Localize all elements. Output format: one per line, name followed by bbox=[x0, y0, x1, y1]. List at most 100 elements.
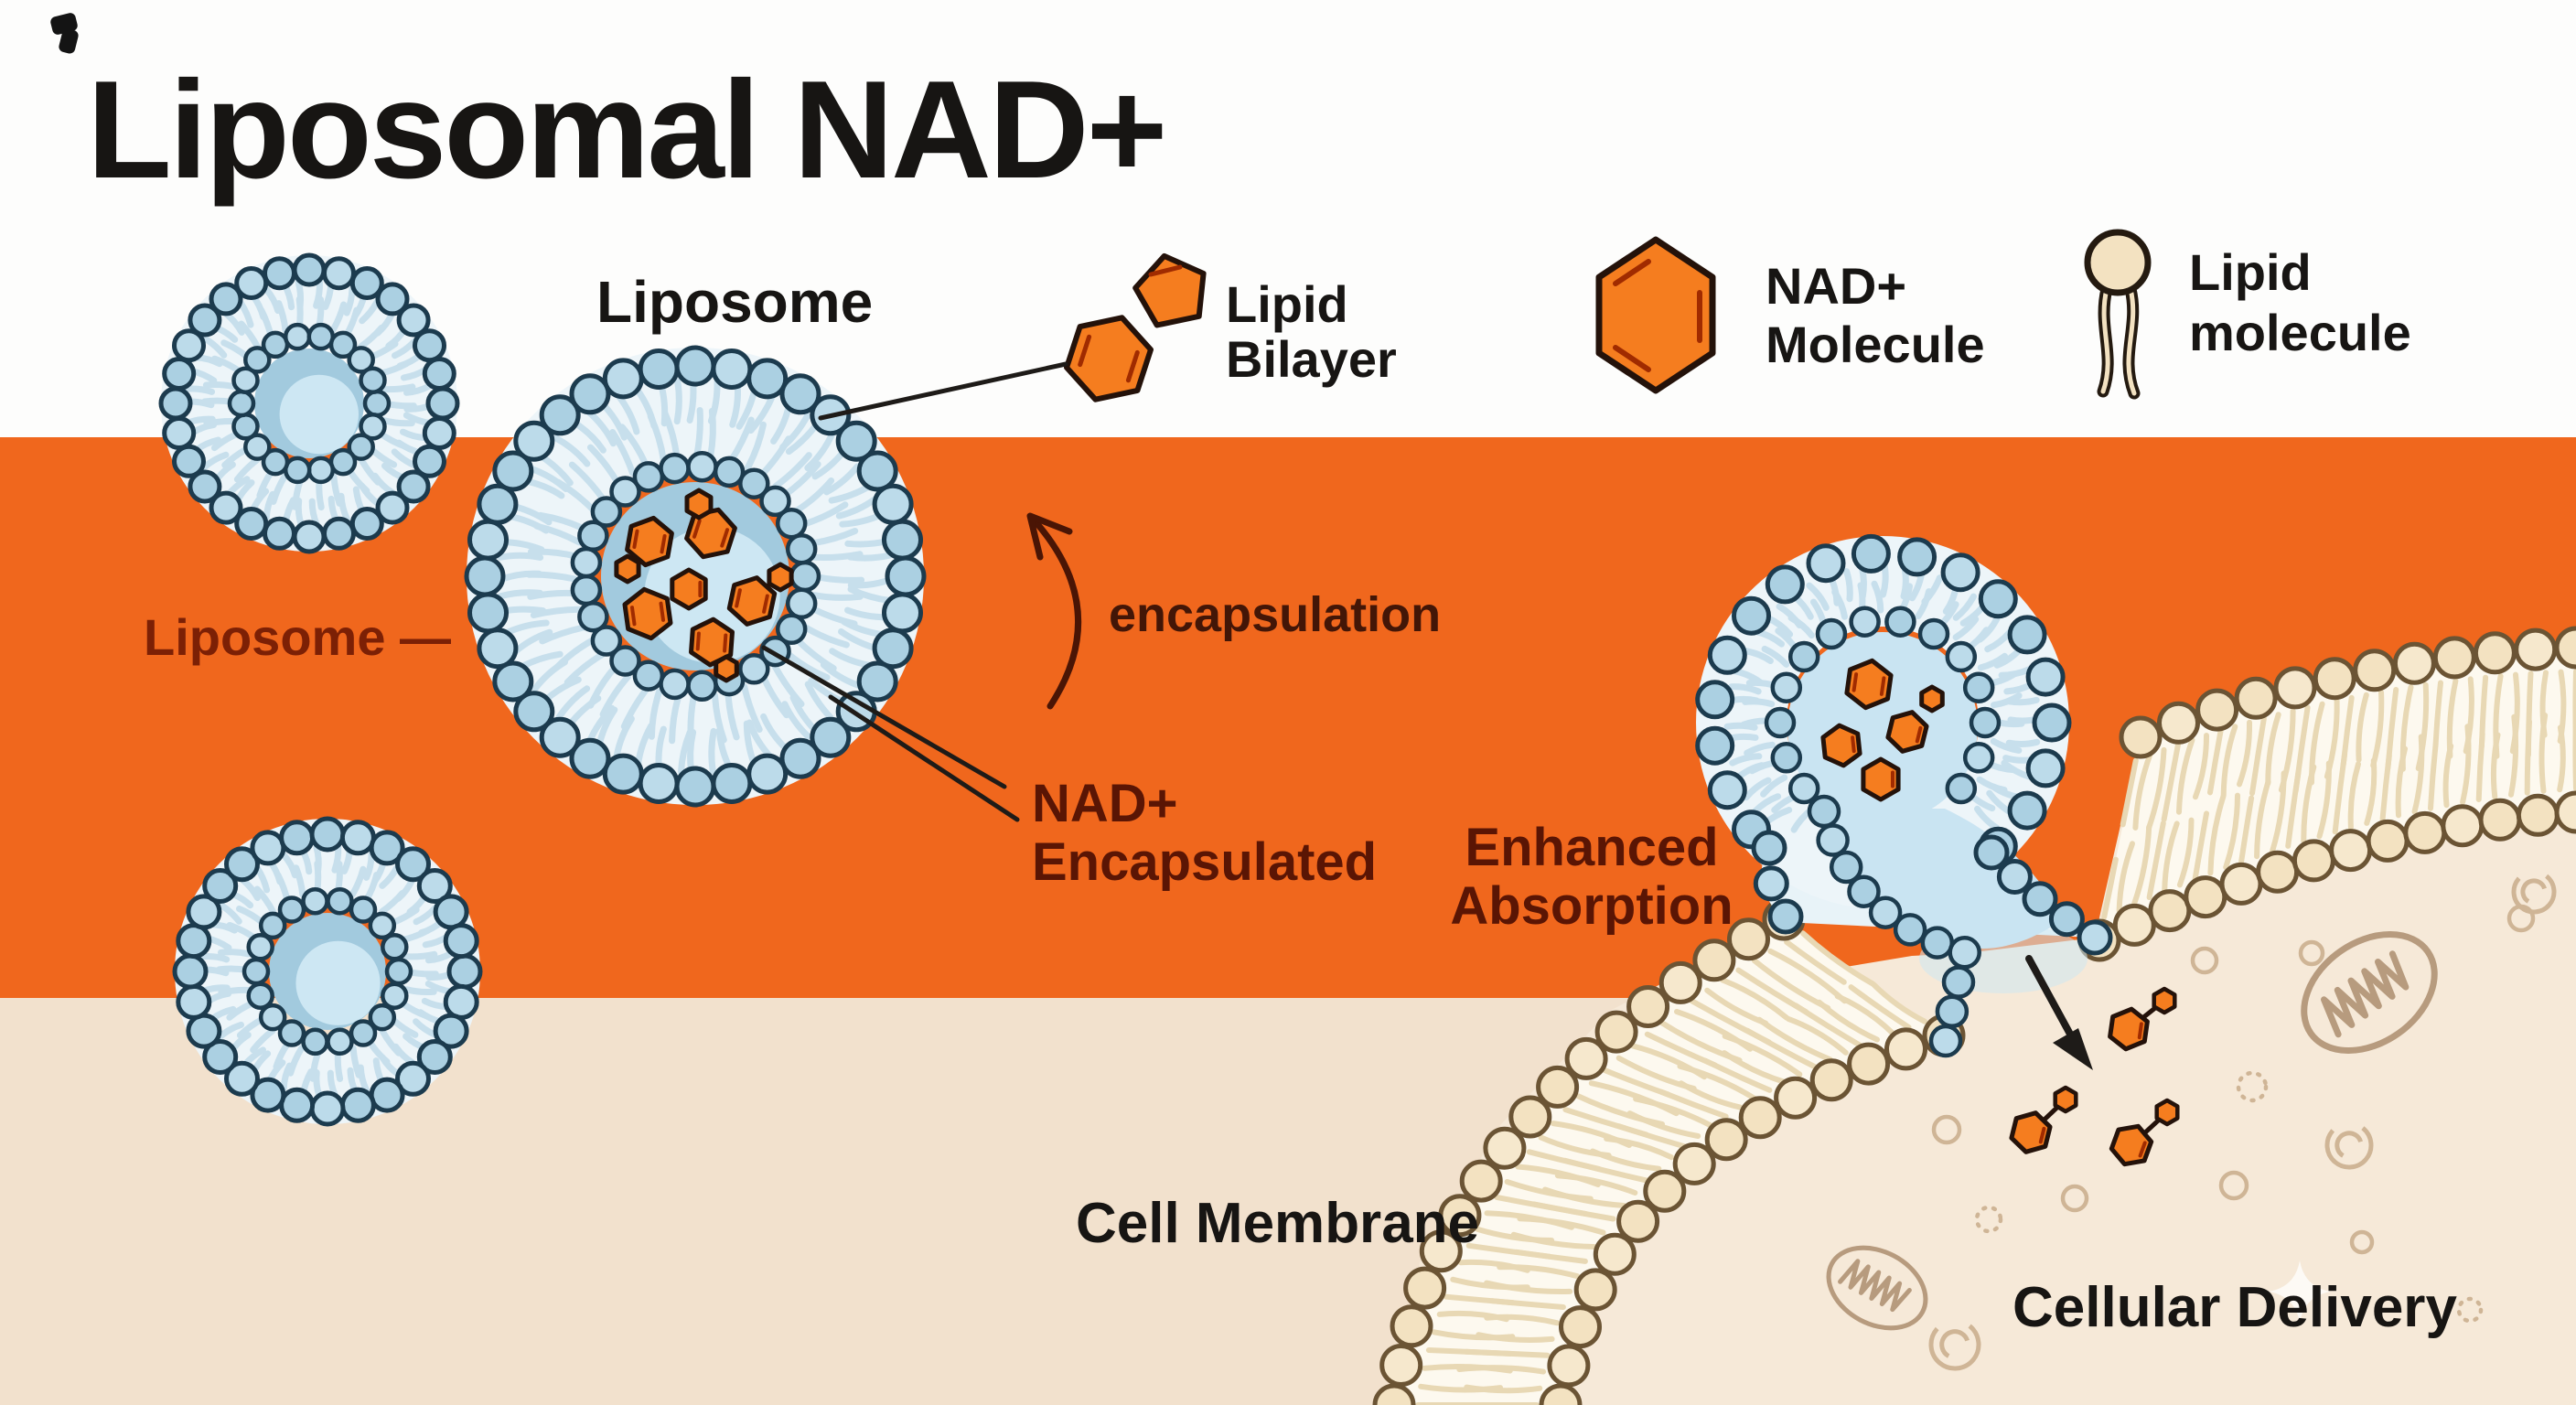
lipid-head-bead bbox=[789, 560, 821, 593]
lipid-tail bbox=[553, 637, 596, 671]
lipid-head-bead bbox=[347, 433, 375, 461]
nad-double-bond bbox=[630, 606, 637, 627]
membrane-lipid-tail bbox=[1484, 1280, 1573, 1295]
nad-hexagon-icon bbox=[670, 567, 708, 611]
membrane-bead bbox=[2195, 688, 2239, 732]
membrane-lipid-tail bbox=[1677, 1063, 1758, 1101]
lipid-head-bead bbox=[638, 349, 680, 390]
membrane-bead bbox=[1626, 985, 1670, 1028]
lipid-tail bbox=[1880, 563, 1889, 598]
lipid-tail bbox=[381, 417, 415, 427]
membrane-lipid-tail bbox=[2101, 856, 2119, 920]
lipid-head-bead bbox=[279, 1087, 316, 1123]
lipid-tail bbox=[530, 606, 583, 618]
membrane-lipid-tail bbox=[2270, 770, 2287, 854]
lipid-head-bead bbox=[775, 613, 808, 646]
fusion-bead bbox=[1753, 865, 1789, 902]
lipid-head-bead bbox=[2007, 790, 2047, 831]
membrane-lipid-tail bbox=[2161, 742, 2181, 822]
lipid-tail bbox=[673, 378, 682, 425]
label-cellular-delivery: Cellular Delivery bbox=[2012, 1276, 2457, 1339]
lipid-head-bead bbox=[326, 1027, 354, 1056]
membrane-bead bbox=[2478, 798, 2522, 842]
lipid-head-bead bbox=[1962, 671, 1995, 703]
lipid-tail bbox=[338, 492, 350, 523]
lipid-head-bead bbox=[570, 574, 603, 606]
membrane-bead bbox=[2119, 715, 2163, 759]
lipid-head-bead bbox=[513, 420, 555, 462]
membrane-lipid-tail bbox=[1702, 1057, 1773, 1093]
nad-hexagon-icon bbox=[1861, 756, 1901, 802]
membrane-bead bbox=[2353, 649, 2397, 692]
lipid-head-bead bbox=[227, 389, 256, 418]
layer-pointer-lines bbox=[761, 361, 1082, 822]
encapsulation-arrow-icon bbox=[1028, 514, 1082, 710]
lipid-tail bbox=[1742, 698, 1776, 708]
lipid-head-bead bbox=[263, 256, 296, 291]
lipid-head-bead bbox=[243, 433, 272, 461]
membrane-bead bbox=[1459, 1159, 1503, 1203]
lipid-head-bead bbox=[882, 519, 923, 561]
lipid-head-bead bbox=[381, 981, 409, 1010]
spiral-outer bbox=[2324, 1121, 2374, 1170]
legend-lipid-bilayer-line1: Lipid bbox=[1226, 275, 1348, 333]
lipid-head-bead bbox=[188, 469, 222, 504]
nad-hexagon-icon bbox=[1919, 684, 1945, 713]
lipid-tail bbox=[687, 693, 697, 745]
membrane-lipid-tail bbox=[1633, 1096, 1715, 1129]
lipid-tail bbox=[201, 451, 230, 470]
nad-double-bond bbox=[1078, 334, 1092, 368]
lipid-head-bead bbox=[632, 660, 665, 692]
lipid-head-bead bbox=[1917, 617, 1950, 650]
lipid-head-bead bbox=[209, 282, 243, 316]
lipid-tail bbox=[287, 1045, 306, 1077]
lipid-head-bead bbox=[1962, 742, 1995, 774]
lipid-tail bbox=[1741, 648, 1774, 664]
lipid-head-bead bbox=[395, 1060, 431, 1097]
lipid-head-bead bbox=[477, 627, 519, 670]
lipid-head-bead bbox=[775, 507, 808, 540]
lipid-head-bead bbox=[1849, 606, 1881, 638]
lipid-head-bead bbox=[188, 303, 222, 338]
lipid-head-bead bbox=[375, 282, 410, 316]
membrane-bead bbox=[2148, 889, 2192, 933]
membrane-lipid-tail bbox=[1722, 1033, 1803, 1078]
lipid-head-bead bbox=[1978, 579, 2018, 619]
membrane-lipid-tail bbox=[1554, 1173, 1638, 1196]
lipid-tail bbox=[707, 407, 716, 460]
lipid-head-bead bbox=[433, 1013, 469, 1049]
lipid-tail bbox=[1871, 580, 1884, 614]
nad-double-bond bbox=[723, 633, 728, 653]
lipid-tail bbox=[316, 295, 325, 330]
membrane-lipid-tail bbox=[2301, 764, 2317, 844]
lipid-tail bbox=[1760, 774, 1788, 798]
lipid-head-bead bbox=[242, 957, 271, 986]
membrane-lipid-tail bbox=[1517, 1216, 1606, 1236]
membrane-lipid-tail bbox=[1510, 1231, 1597, 1249]
lipid-tail bbox=[1831, 588, 1848, 620]
nad-hexagon-icon bbox=[1844, 658, 1894, 711]
lipid-tail bbox=[379, 890, 406, 916]
lipid-head-bead bbox=[328, 330, 358, 359]
membrane-bead bbox=[1658, 960, 1702, 1004]
lipid-tail bbox=[1787, 615, 1815, 639]
nad-double-bond bbox=[1852, 672, 1859, 692]
lipid-head-bead bbox=[1945, 640, 1978, 673]
lipid-head-bead bbox=[416, 1039, 453, 1075]
lipid-tail bbox=[425, 949, 455, 964]
membrane-lipid-tail bbox=[1870, 981, 1927, 1024]
lipid-head-bead bbox=[349, 896, 378, 924]
label-nad-encapsulated-line2: Encapsulated bbox=[1032, 832, 1377, 892]
lipid-tail bbox=[391, 448, 418, 468]
lipid-head-bead bbox=[306, 456, 336, 485]
fusion-bead bbox=[1941, 965, 1976, 999]
mitochondrion-icon bbox=[2301, 931, 2438, 1054]
nad-double-bond bbox=[1148, 264, 1183, 277]
membrane-bead bbox=[2403, 810, 2447, 854]
lipid-tail bbox=[238, 320, 261, 350]
lipid-head-bead bbox=[1770, 671, 1803, 703]
membrane-lipid-tail bbox=[2116, 841, 2135, 914]
lipid-head-bead bbox=[570, 546, 603, 579]
lipid-tail bbox=[313, 1069, 323, 1099]
membrane-lipid-tail bbox=[2442, 743, 2454, 809]
